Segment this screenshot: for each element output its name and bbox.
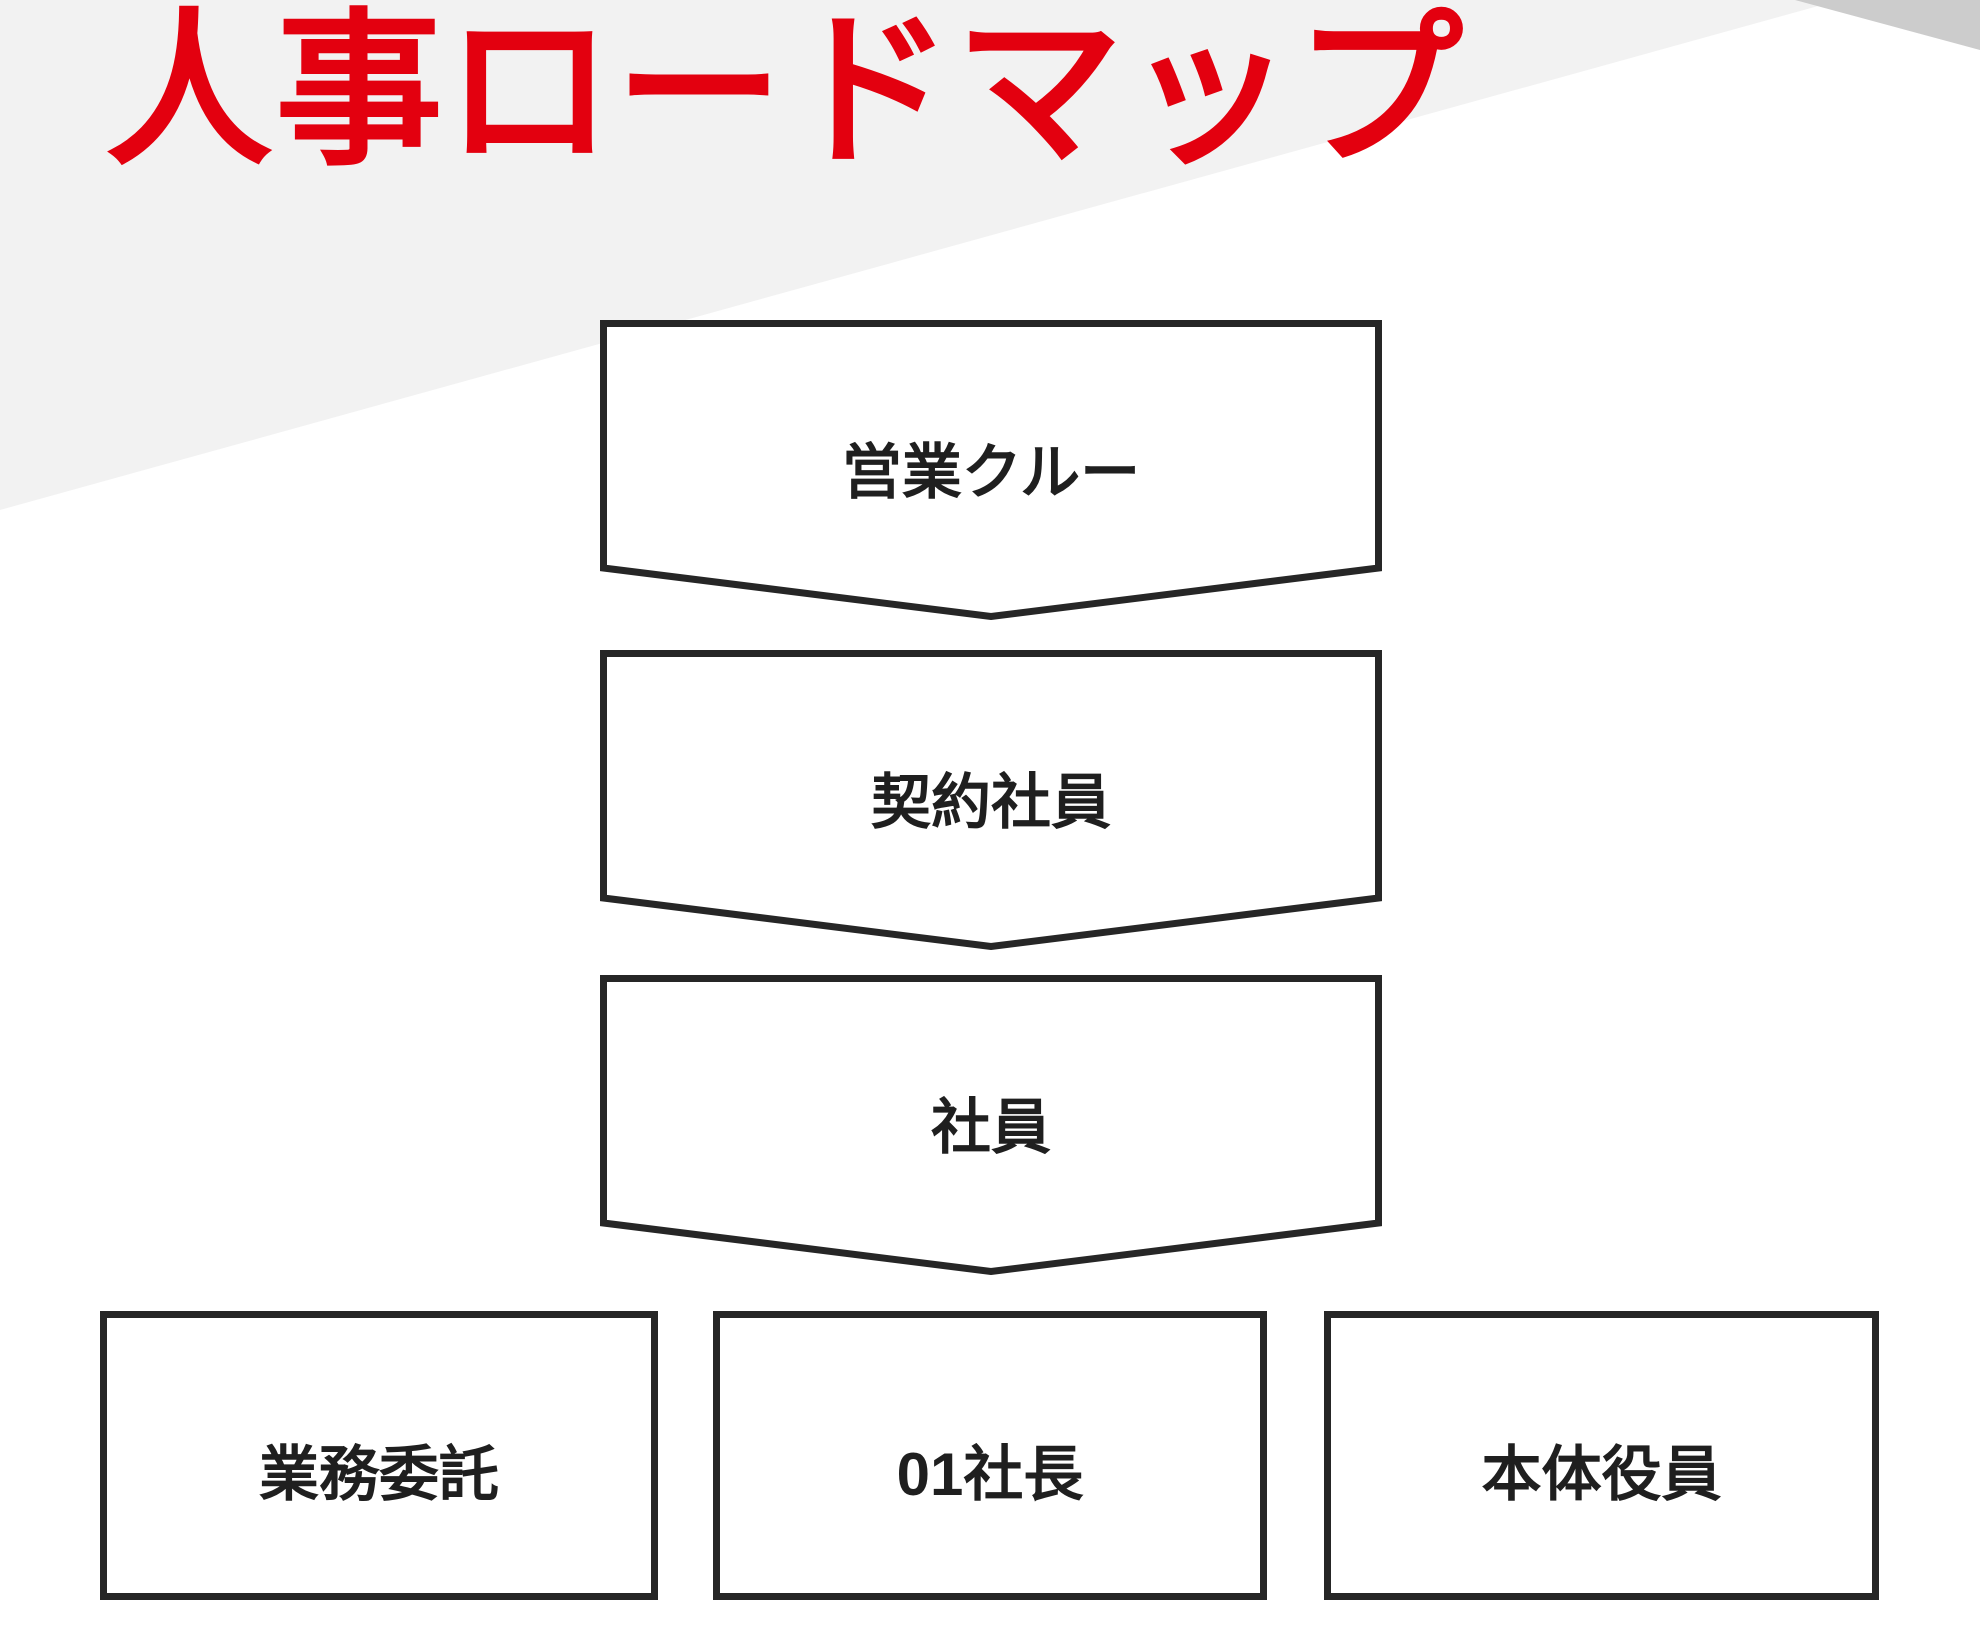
page-title: 人事ロードマップ — [105, 0, 1465, 185]
ladder-step-label: 営業クルー — [841, 439, 1141, 506]
branch-box-01-shacho[interactable]: 01社長 — [713, 1311, 1267, 1600]
branch-box-label: 01社長 — [896, 1441, 1084, 1508]
ladder-step-label: 社員 — [931, 1094, 1051, 1161]
ladder-step-shain[interactable]: 社員 — [600, 975, 1382, 1275]
branch-box-hontai-yakuin[interactable]: 本体役員 — [1324, 1311, 1879, 1600]
chevron-shape — [600, 650, 1382, 950]
ladder-step-keiyaku-shain[interactable]: 契約社員 — [600, 650, 1382, 950]
branch-box-label: 本体役員 — [1481, 1441, 1722, 1508]
branch-box-label: 業務委託 — [259, 1441, 499, 1508]
chevron-shape — [600, 975, 1382, 1275]
branch-box-gyomu-itaku[interactable]: 業務委託 — [100, 1311, 658, 1600]
top-right-triangle-shape — [1795, 0, 1980, 50]
ladder-step-label: 契約社員 — [871, 769, 1111, 836]
ladder-step-eigyo-crew[interactable]: 営業クルー — [600, 320, 1382, 620]
